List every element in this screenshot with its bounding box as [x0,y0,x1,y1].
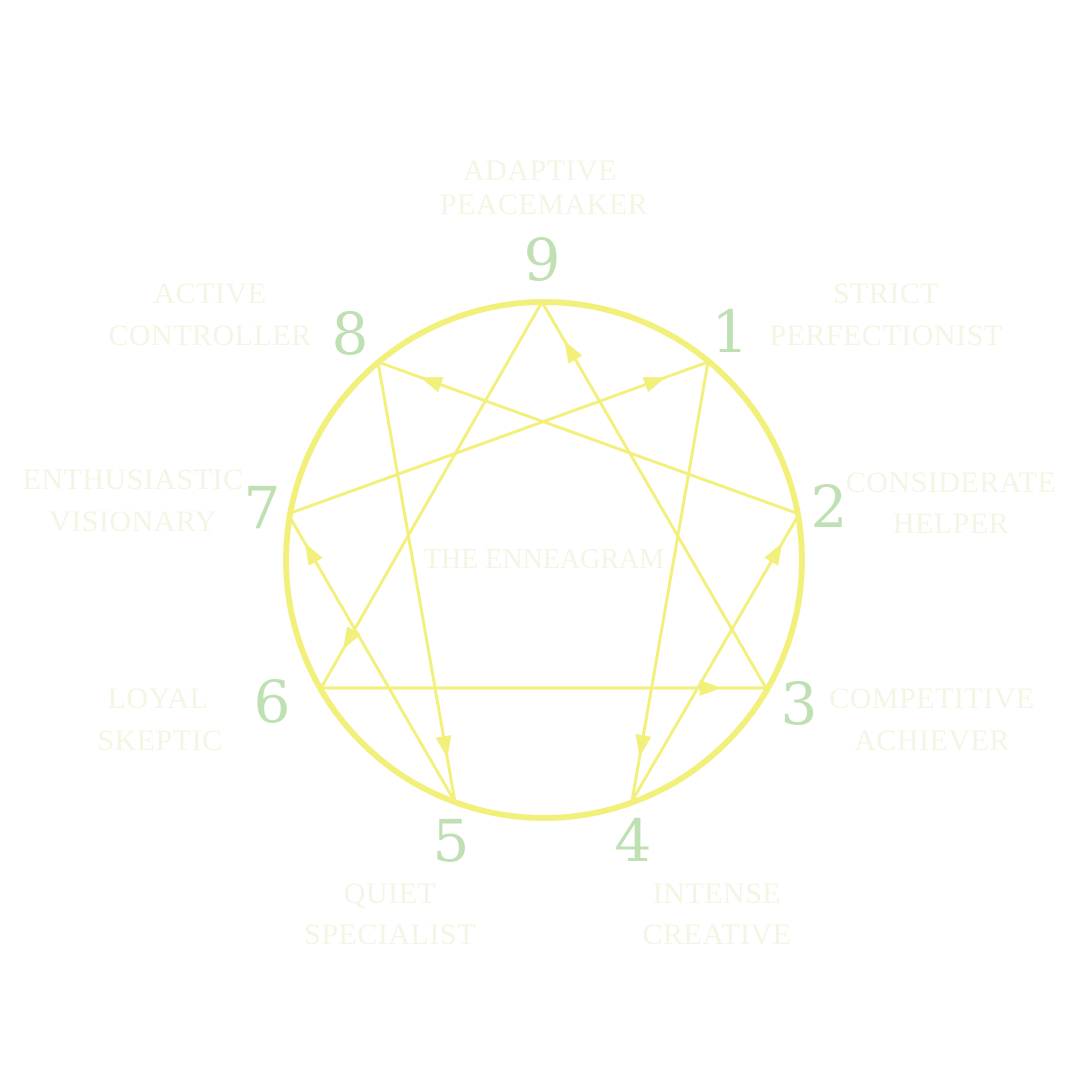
outer-circle [283,299,805,821]
type-7-label-line2: VISIONARY [49,505,217,538]
type-6-number: 6 [254,668,291,736]
type-9-number: 9 [524,226,561,294]
type-3-number: 3 [781,670,818,738]
arrowhead-1-to-4 [635,734,652,758]
connection-lines [286,300,801,804]
type-1-label-line2: PERFECTIONIST [769,319,1002,352]
type-1: 1 STRICT PERFECTIONIST [712,277,1003,366]
type-9-label-line2: PEACEMAKER [440,188,648,221]
type-1-label-line1: STRICT [833,277,939,310]
type-2: 2 CONSIDERATE HELPER [811,466,1057,541]
type-4: 4 INTENSE CREATIVE [615,807,792,951]
arrowhead-6-to-3 [699,680,722,696]
type-7: 7 ENTHUSIASTIC VISIONARY [23,463,281,542]
type-7-number: 7 [244,474,281,542]
type-7-label-line1: ENTHUSIASTIC [23,463,244,496]
type-5-label-line1: QUIET [344,877,436,910]
type-4-number: 4 [615,807,652,875]
type-6-label-line2: SKEPTIC [97,724,222,757]
line-3-to-9 [540,300,768,690]
type-2-label-line1: CONSIDERATE [846,466,1057,499]
line-7-to-1 [286,360,710,516]
arrowhead-2-to-8 [420,377,444,393]
type-3-label-line2: ACHIEVER [854,724,1010,757]
type-8-label-line2: CONTROLLER [108,319,311,352]
arrowheads [304,340,783,758]
type-5: 5 QUIET SPECIALIST [304,807,476,951]
line-1-to-4 [630,360,710,803]
type-1-number: 1 [712,298,749,366]
type-3: 3 COMPETITIVE ACHIEVER [781,670,1035,757]
type-8-label-line1: ACTIVE [154,277,267,310]
line-5-to-7 [286,512,457,804]
type-8: 8 ACTIVE CONTROLLER [108,277,368,368]
type-6: 6 LOYAL SKEPTIC [97,668,290,757]
line-9-to-6 [319,300,544,690]
line-2-to-8 [376,360,801,516]
type-9-label-line1: ADAPTIVE [463,154,617,187]
type-3-label-line1: COMPETITIVE [829,682,1034,715]
type-6-label-line1: LOYAL [108,682,209,715]
diagram-title: THE ENNEAGRAM [424,544,664,575]
type-4-label-line1: INTENSE [653,877,781,910]
line-8-to-5 [376,360,457,804]
type-2-number: 2 [811,473,848,541]
arrowhead-3-to-9 [564,340,583,364]
arrowhead-5-to-7 [304,542,323,566]
arrowhead-8-to-5 [435,734,452,758]
arrowhead-4-to-2 [764,542,783,566]
type-4-label-line2: CREATIVE [643,918,792,951]
type-5-number: 5 [433,807,470,875]
type-2-label-line2: HELPER [893,507,1009,540]
arrowhead-9-to-6 [343,626,361,650]
line-4-to-2 [630,512,801,803]
type-9: 9 ADAPTIVE PEACEMAKER [440,154,648,294]
type-5-label-line2: SPECIALIST [304,918,476,951]
type-8-number: 8 [332,300,369,368]
arrowhead-7-to-1 [642,377,666,393]
